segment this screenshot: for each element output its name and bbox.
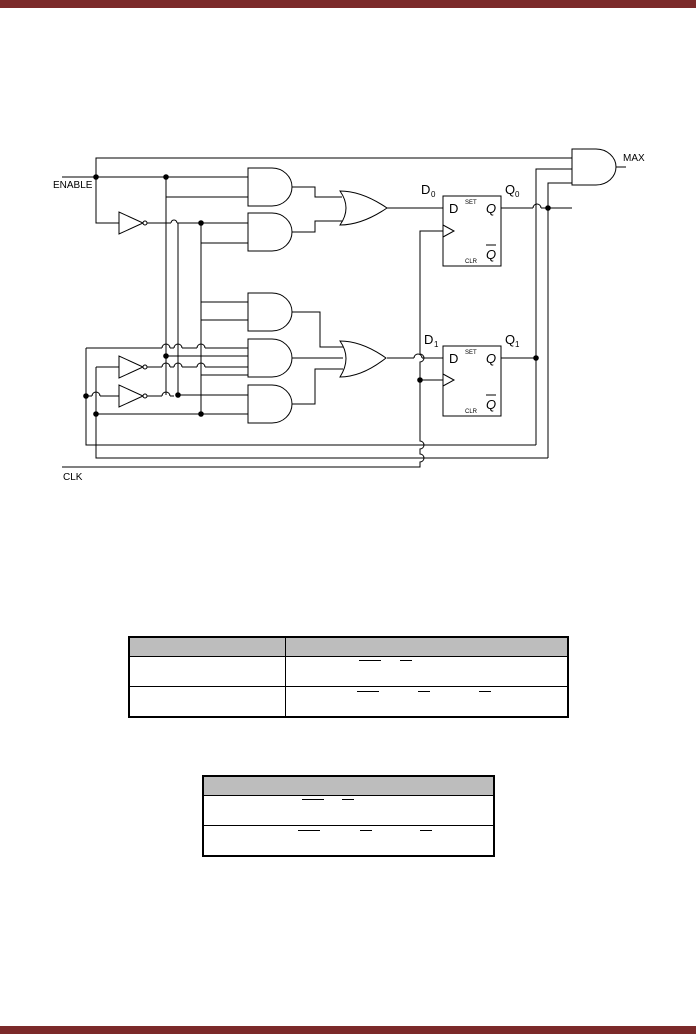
overbar-mark (418, 691, 430, 692)
table-row (128, 656, 569, 687)
table-cell (128, 686, 286, 718)
table-cell (202, 825, 495, 857)
inverters (118, 211, 148, 408)
table-2-header (202, 775, 495, 796)
and-gate-2 (247, 212, 293, 252)
table-2 (202, 775, 495, 857)
svg-text:Q: Q (486, 247, 496, 262)
and-gate-4 (247, 338, 293, 378)
overbar-mark (359, 660, 381, 661)
overbar-mark (302, 799, 324, 800)
svg-text:1: 1 (515, 340, 520, 349)
table-1-header (128, 636, 569, 657)
table-cell (128, 656, 286, 687)
svg-text:CLR: CLR (465, 259, 478, 265)
bottom-border-bar (0, 1026, 696, 1034)
table-row (202, 825, 495, 857)
svg-text:D: D (424, 332, 433, 347)
and-gate-5 (247, 384, 293, 424)
max-label: MAX (623, 153, 645, 164)
inverter-q0 (118, 355, 145, 379)
d1-label: D 1 (424, 332, 439, 349)
q1-label: Q 1 (505, 332, 520, 349)
svg-text:Q: Q (505, 332, 515, 347)
inverter-q1 (118, 384, 145, 408)
table-1-header-cell (285, 636, 569, 657)
overbar-mark (420, 830, 432, 831)
junction-dots (83, 174, 551, 417)
svg-text:SET: SET (465, 200, 477, 206)
svg-text:D: D (449, 201, 458, 216)
overbar-mark (479, 691, 491, 692)
overbar-mark (400, 660, 412, 661)
svg-text:Q: Q (486, 201, 496, 216)
table-cell (202, 795, 495, 826)
or-gates (339, 190, 388, 378)
svg-text:0: 0 (515, 190, 520, 199)
table-2-header-cell (202, 775, 495, 796)
table-row (202, 795, 495, 826)
svg-text:D: D (449, 351, 458, 366)
wires (62, 157, 626, 468)
overbar-mark (342, 799, 354, 800)
flip-flop-0: D Q Q SET CLR (442, 195, 502, 267)
table-cell (285, 686, 569, 718)
and-gate-max (571, 148, 617, 186)
flip-flop-1: D Q Q SET CLR (442, 345, 502, 417)
q0-label: Q 0 (505, 182, 520, 199)
table-cell (285, 656, 569, 687)
inverter-enable (118, 211, 145, 235)
svg-text:Q: Q (486, 351, 496, 366)
or-gate-d1 (339, 340, 387, 378)
svg-text:SET: SET (465, 350, 477, 356)
and-gate-3 (247, 292, 293, 332)
table-1-header-cell (128, 636, 286, 657)
counter-circuit-diagram: D Q Q SET CLR D Q Q SET CLR ENABLE CLK M… (53, 148, 645, 483)
and-gate-1 (247, 167, 293, 207)
d0-label: D 0 (421, 182, 436, 199)
table-row (128, 686, 569, 718)
svg-text:CLR: CLR (465, 409, 478, 415)
or-gate-d0 (339, 190, 388, 226)
svg-text:0: 0 (431, 190, 436, 199)
overbar-mark (360, 830, 372, 831)
table-1 (128, 636, 569, 718)
svg-text:1: 1 (434, 340, 439, 349)
and-gates (247, 148, 617, 424)
svg-text:D: D (421, 182, 430, 197)
svg-text:Q: Q (505, 182, 515, 197)
overbar-mark (357, 691, 379, 692)
enable-label: ENABLE (53, 180, 93, 191)
top-border-bar (0, 0, 696, 8)
overbar-mark (298, 830, 320, 831)
clk-label: CLK (63, 472, 83, 483)
svg-text:Q: Q (486, 397, 496, 412)
